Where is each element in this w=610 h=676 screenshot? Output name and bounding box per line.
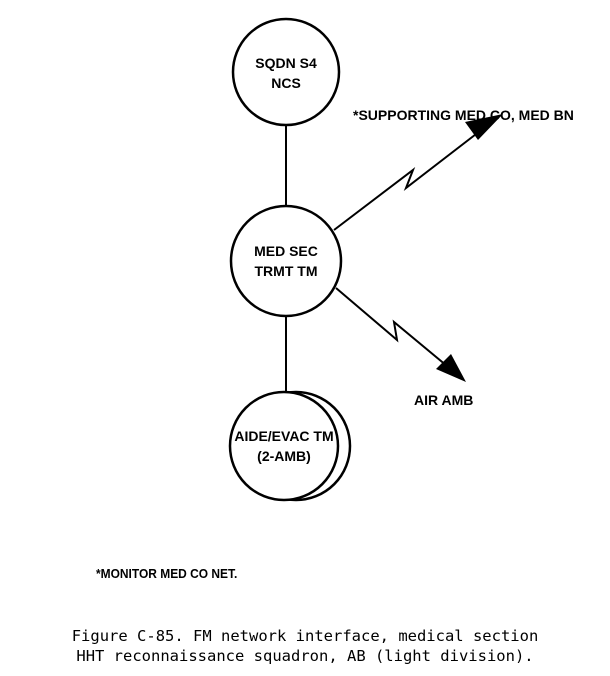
figure-caption-line1: Figure C-85. FM network interface, medic… <box>71 627 539 645</box>
node-medsec-line2: TRMT TM <box>255 263 318 279</box>
label-air-amb: AIR AMB <box>414 392 473 408</box>
label-supporting-med-co: *SUPPORTING MED CO, MED BN <box>353 107 574 123</box>
node-medsec-line1: MED SEC <box>254 243 318 259</box>
node-aide-circle <box>228 390 340 502</box>
arrowhead-air-amb <box>436 354 466 382</box>
node-medsec-circle <box>229 204 343 318</box>
node-sqdn-line2: NCS <box>271 75 301 91</box>
arrowhead-supporting <box>465 114 503 140</box>
zigzag-line-air-amb <box>335 287 448 367</box>
node-sqdn-s4: SQDN S4 NCS <box>231 17 341 127</box>
node-aide-line2: (2-AMB) <box>257 448 311 464</box>
node-aide-line1: AIDE/EVAC TM <box>234 428 333 444</box>
node-sqdn-line1: SQDN S4 <box>255 55 317 71</box>
zigzag-line-supporting <box>333 130 481 231</box>
node-med-sec: MED SEC TRMT TM <box>229 204 343 318</box>
link-supporting-med-co <box>333 114 503 231</box>
figure-caption-line2: HHT reconnaissance squadron, AB (light d… <box>76 647 534 665</box>
link-air-amb <box>335 287 466 382</box>
node-aide-evac: AIDE/EVAC TM (2-AMB) <box>228 390 352 502</box>
node-sqdn-circle <box>231 17 341 127</box>
footnote: *MONITOR MED CO NET. <box>96 566 238 581</box>
